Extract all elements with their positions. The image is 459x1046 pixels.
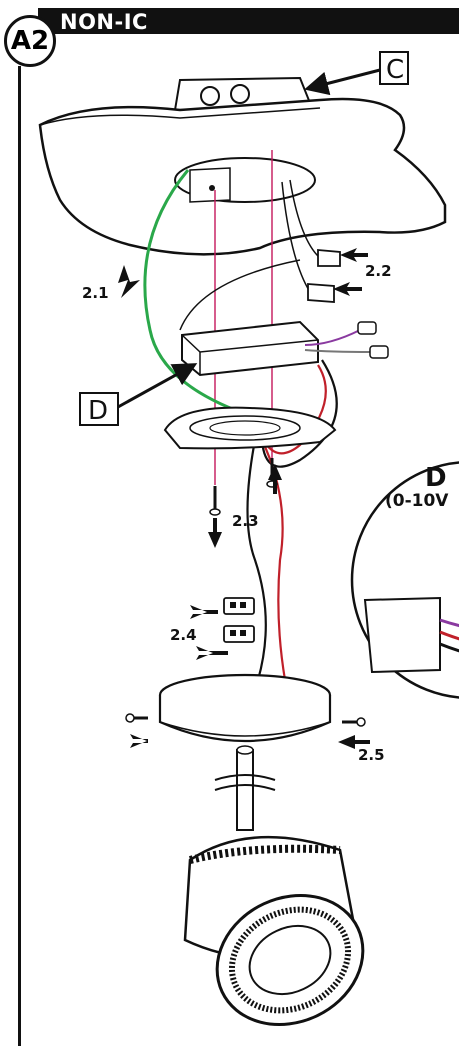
section-title: NON-IC (60, 10, 148, 34)
driver-box (181, 320, 319, 377)
step-label-2-5: 2.5 (358, 746, 385, 764)
spot-head (183, 835, 365, 1027)
push-connector-upper (223, 597, 255, 615)
canopy-screw-left (125, 713, 148, 723)
mounting-bracket (189, 167, 231, 203)
black-wire (260, 359, 338, 468)
crossbar-plate (163, 406, 337, 450)
section-badge: A2 (4, 15, 56, 67)
detail-title: D (425, 463, 447, 493)
callout-c (304, 51, 409, 96)
callout-c-label: C (386, 55, 404, 85)
canopy (158, 673, 332, 743)
dimming-lead-connectors (357, 321, 389, 359)
black-wire-lower (246, 439, 267, 681)
left-rule (18, 66, 21, 1046)
callout-d-label: D (88, 396, 108, 426)
ceiling-plate (38, 97, 447, 256)
canopy-screw-right (342, 717, 366, 727)
wire-nut-upper (317, 249, 341, 267)
wire-nut-lower (307, 283, 335, 303)
ground-wire (143, 169, 236, 412)
dimming-leads (304, 329, 373, 353)
screw-left (209, 486, 221, 516)
step-label-2-2: 2.2 (365, 262, 392, 280)
push-connector-lower (223, 625, 255, 643)
step-label-2-4: 2.4 (170, 626, 197, 644)
detail-magnifier (350, 461, 459, 699)
step-label-2-3: 2.3 (232, 512, 259, 530)
header-bar (38, 8, 459, 34)
stem (214, 745, 276, 831)
detail-subtitle: (0-10V (385, 491, 449, 511)
step-label-2-1: 2.1 (82, 284, 109, 302)
callout-d (79, 363, 198, 426)
step-arrows (118, 248, 370, 749)
supply-wires (179, 179, 321, 331)
